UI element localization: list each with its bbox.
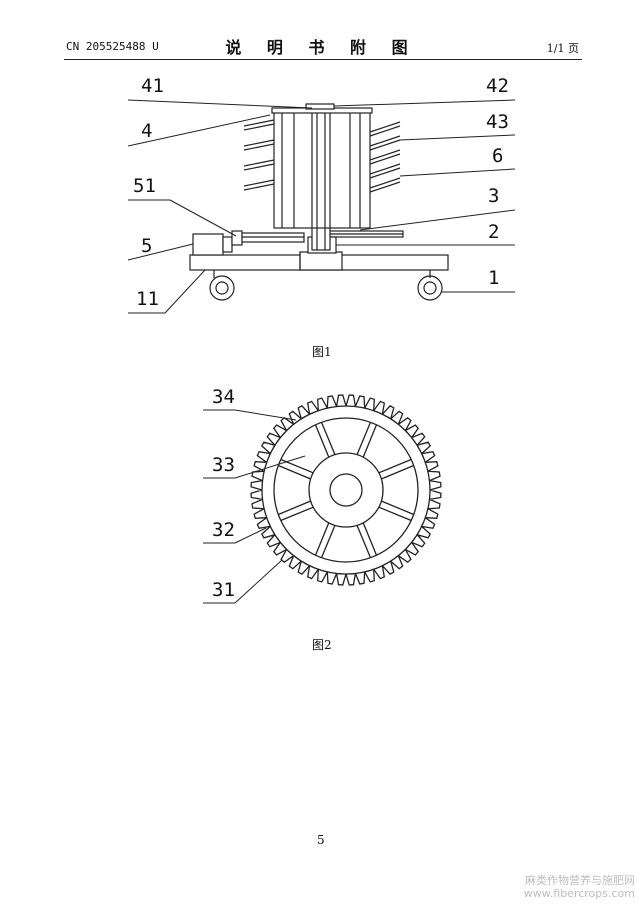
gear-spoke (278, 500, 311, 516)
label-2: 2 (488, 221, 499, 243)
patent-number: CN 205525488 U (66, 40, 159, 53)
gear-spoke (280, 506, 314, 522)
label-43: 43 (486, 111, 509, 133)
gear-spoke (356, 422, 372, 455)
gear-spoke (320, 525, 336, 558)
label-31: 31 (212, 579, 235, 601)
page-count: 1/1 页 (546, 42, 579, 55)
gear-spoke (314, 424, 330, 458)
gear-spoke (314, 522, 330, 556)
label-33: 33 (212, 454, 235, 476)
watermark-line2: www.fibercrops.com (523, 887, 635, 900)
page-title: 说 明 书 附 图 (225, 38, 418, 57)
watermark: 麻类作物营养与施肥网 www.fibercrops.com (524, 874, 635, 900)
figure2-caption: 图2 (312, 638, 332, 652)
label-41: 41 (141, 75, 164, 97)
page-number: 5 (317, 833, 325, 847)
gear-spoke (356, 525, 372, 558)
label-3: 3 (488, 185, 499, 207)
gear-spoke (278, 464, 311, 480)
gear-spokes (278, 422, 414, 558)
figure1-leaders-left (127, 99, 313, 314)
figure1-caption: 图1 (312, 345, 332, 359)
label-51: 51 (133, 175, 156, 197)
label-4: 4 (141, 120, 152, 142)
right-rack-rods (369, 121, 401, 193)
gear-spoke (378, 458, 412, 474)
header-rule (64, 59, 582, 60)
left-rack-rods (243, 119, 275, 191)
label-32: 32 (212, 519, 235, 541)
label-1: 1 (488, 267, 499, 289)
gear-spoke (381, 464, 414, 480)
label-42: 42 (486, 75, 509, 97)
gear-spoke (381, 500, 414, 516)
figure2-labels: 34 33 32 31 (212, 386, 235, 601)
watermark-line1: 麻类作物营养与施肥网 (525, 874, 635, 887)
label-5: 5 (141, 235, 152, 257)
gear-spoke (362, 424, 378, 458)
label-34: 34 (212, 386, 235, 408)
figure2-leaders (203, 409, 306, 604)
figure1-labels: 41 4 51 5 11 42 43 6 3 2 1 (133, 75, 509, 310)
gear-spoke (362, 522, 378, 556)
figure1-leaders-right (333, 99, 516, 293)
label-11: 11 (136, 288, 159, 310)
gear-spoke (320, 422, 336, 455)
gear-spoke (378, 506, 412, 522)
label-6: 6 (492, 145, 503, 167)
figure1-drawing (127, 99, 516, 314)
figure2-drawing (203, 394, 442, 604)
